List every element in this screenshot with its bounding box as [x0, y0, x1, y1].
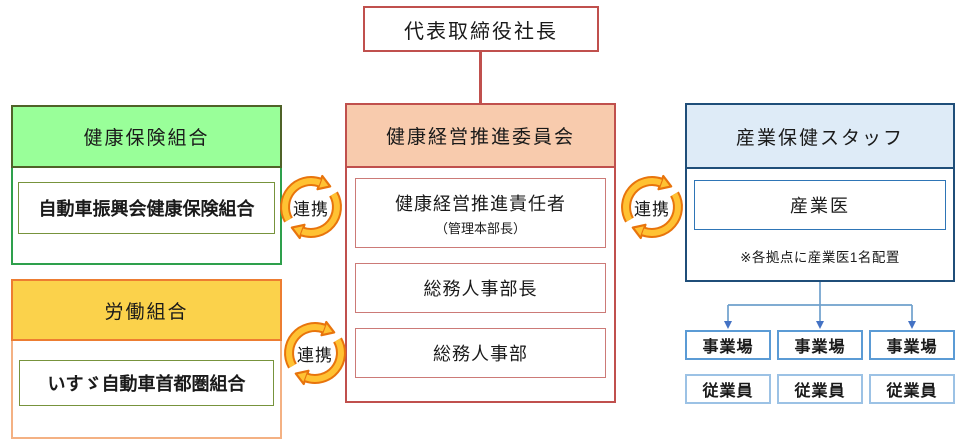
linkage-label: 連携: [297, 345, 333, 365]
site-box-3: 事業場: [869, 330, 955, 360]
committee-member-box-1: 総務人事部長: [355, 263, 606, 313]
committee-member-label-1: 総務人事部長: [423, 279, 538, 299]
labor-union-header-label: 労働組合: [104, 301, 189, 323]
employee-label-1: 従業員: [702, 383, 754, 400]
physician-note-label: ※各拠点に産業医1名配置: [740, 250, 900, 265]
labor-union-panel: 労働組合 いすゞ自動車首都圏組合: [11, 279, 282, 439]
committee-leader-title: 健康経営推進責任者: [395, 193, 566, 214]
employee-label-3: 従業員: [886, 383, 938, 400]
site-box-1: 事業場: [685, 330, 771, 360]
linkage-cycle-bottom: 連携: [279, 317, 351, 389]
health-insurance-header: 健康保険組合: [11, 105, 282, 168]
health-insurance-member-label: 自動車振興会健康保険組合: [38, 199, 255, 219]
president-label: 代表取締役社長: [404, 20, 558, 43]
committee-panel: 健康経営推進委員会 健康経営推進責任者 （管理本部長） 総務人事部長 総務人事部: [345, 103, 616, 403]
president-connector-line: [479, 52, 482, 103]
committee-member-label-2: 総務人事部: [433, 344, 528, 364]
cycle-arrows-icon: [280, 174, 342, 240]
committee-header: 健康経営推進委員会: [345, 103, 616, 168]
health-insurance-panel: 健康保険組合 自動車振興会健康保険組合: [11, 105, 282, 265]
committee-leader-subtitle: （管理本部長）: [434, 220, 526, 236]
committee-leader-box: 健康経営推進責任者 （管理本部長）: [355, 178, 606, 248]
employee-box-1: 従業員: [685, 374, 771, 404]
occupational-health-header: 産業保健スタッフ: [687, 105, 953, 169]
committee-header-label: 健康経営推進委員会: [385, 127, 575, 148]
cycle-arrows-icon: [621, 174, 683, 240]
occupational-physician-label: 産業医: [790, 196, 850, 216]
site-label-2: 事業場: [794, 339, 846, 356]
site-connector-tree: [724, 282, 916, 329]
health-insurance-member-box: 自動車振興会健康保険組合: [18, 182, 275, 234]
employee-box-2: 従業員: [777, 374, 863, 404]
health-insurance-header-label: 健康保険組合: [83, 128, 210, 149]
connector-lines: [727, 282, 913, 322]
site-label-1: 事業場: [702, 339, 754, 356]
labor-union-member-label: いすゞ自動車首都圏組合: [47, 374, 246, 394]
linkage-cycle-right: 連携: [616, 171, 688, 243]
labor-union-header: 労働組合: [11, 279, 282, 341]
linkage-cycle-left: 連携: [275, 171, 347, 243]
occupational-health-panel: 産業保健スタッフ 産業医 ※各拠点に産業医1名配置: [685, 103, 955, 282]
employee-box-3: 従業員: [869, 374, 955, 404]
occupational-health-header-label: 産業保健スタッフ: [735, 127, 904, 149]
linkage-label: 連携: [293, 199, 329, 219]
linkage-label: 連携: [634, 199, 670, 219]
arrow-down-icon: [724, 321, 732, 329]
cycle-arrows-icon: [284, 320, 346, 386]
committee-member-box-2: 総務人事部: [355, 328, 606, 378]
occupational-physician-box: 産業医: [694, 180, 946, 230]
physician-note: ※各拠点に産業医1名配置: [687, 245, 953, 267]
president-box: 代表取締役社長: [363, 6, 599, 52]
arrow-down-icon: [816, 321, 824, 329]
site-label-3: 事業場: [886, 339, 938, 356]
labor-union-member-box: いすゞ自動車首都圏組合: [19, 360, 274, 406]
arrow-down-icon: [908, 321, 916, 329]
employee-label-2: 従業員: [794, 383, 846, 400]
site-box-2: 事業場: [777, 330, 863, 360]
